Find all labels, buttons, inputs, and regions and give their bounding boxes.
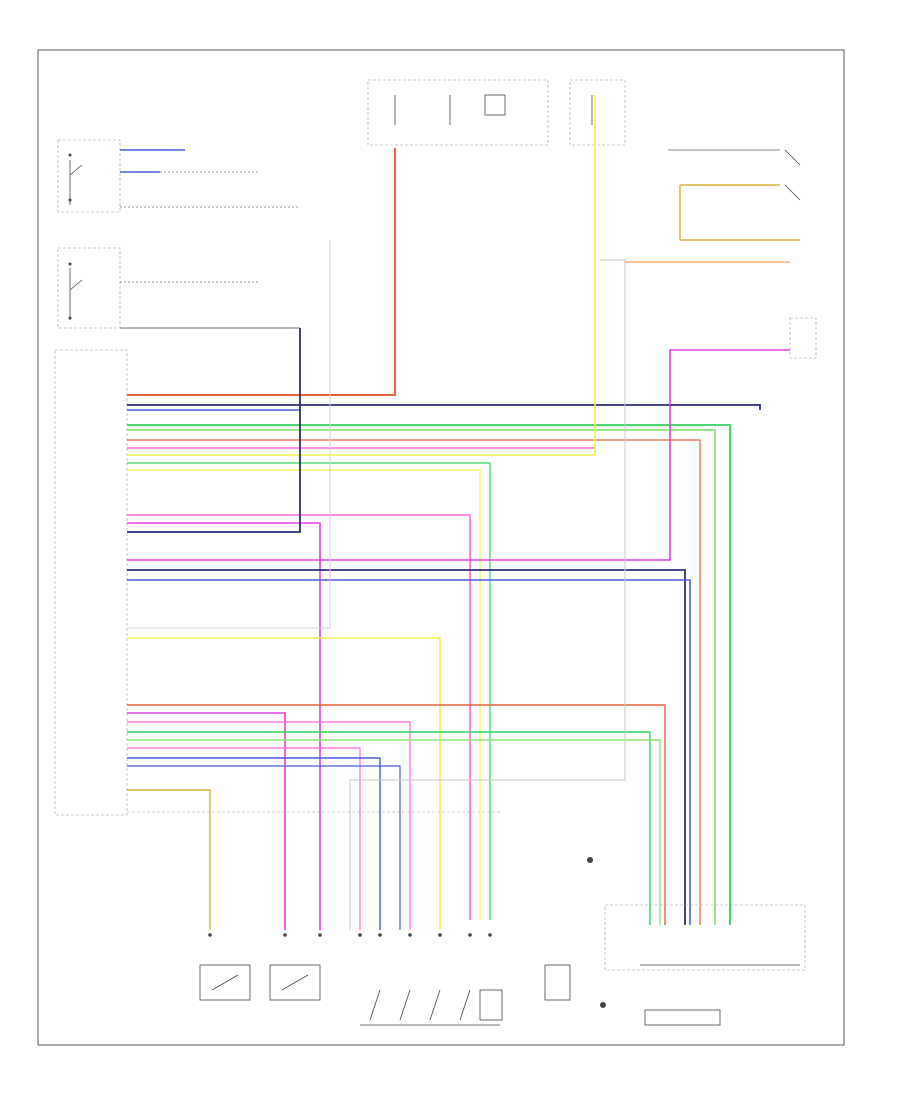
seat-sensor (544, 964, 571, 1001)
connector-upper-right (789, 317, 817, 359)
left-lumbar-switch (57, 247, 121, 329)
diagram-frame (37, 49, 845, 1046)
right-lumbar-motor (199, 964, 251, 1001)
lumbar-assy-switch-group (360, 989, 503, 1026)
lumbar-module (54, 349, 128, 816)
right-lumbar-switch (57, 139, 121, 213)
top-fuse-box-left (367, 79, 549, 146)
full-airbag-sensor (604, 904, 806, 1026)
ground-1 (600, 1002, 606, 1008)
connector-dots (208, 933, 492, 937)
left-lumbar-motor (269, 964, 321, 1001)
ground-2 (587, 857, 593, 863)
top-fuse-box-right (569, 79, 626, 146)
upper-right-switch (784, 149, 801, 201)
